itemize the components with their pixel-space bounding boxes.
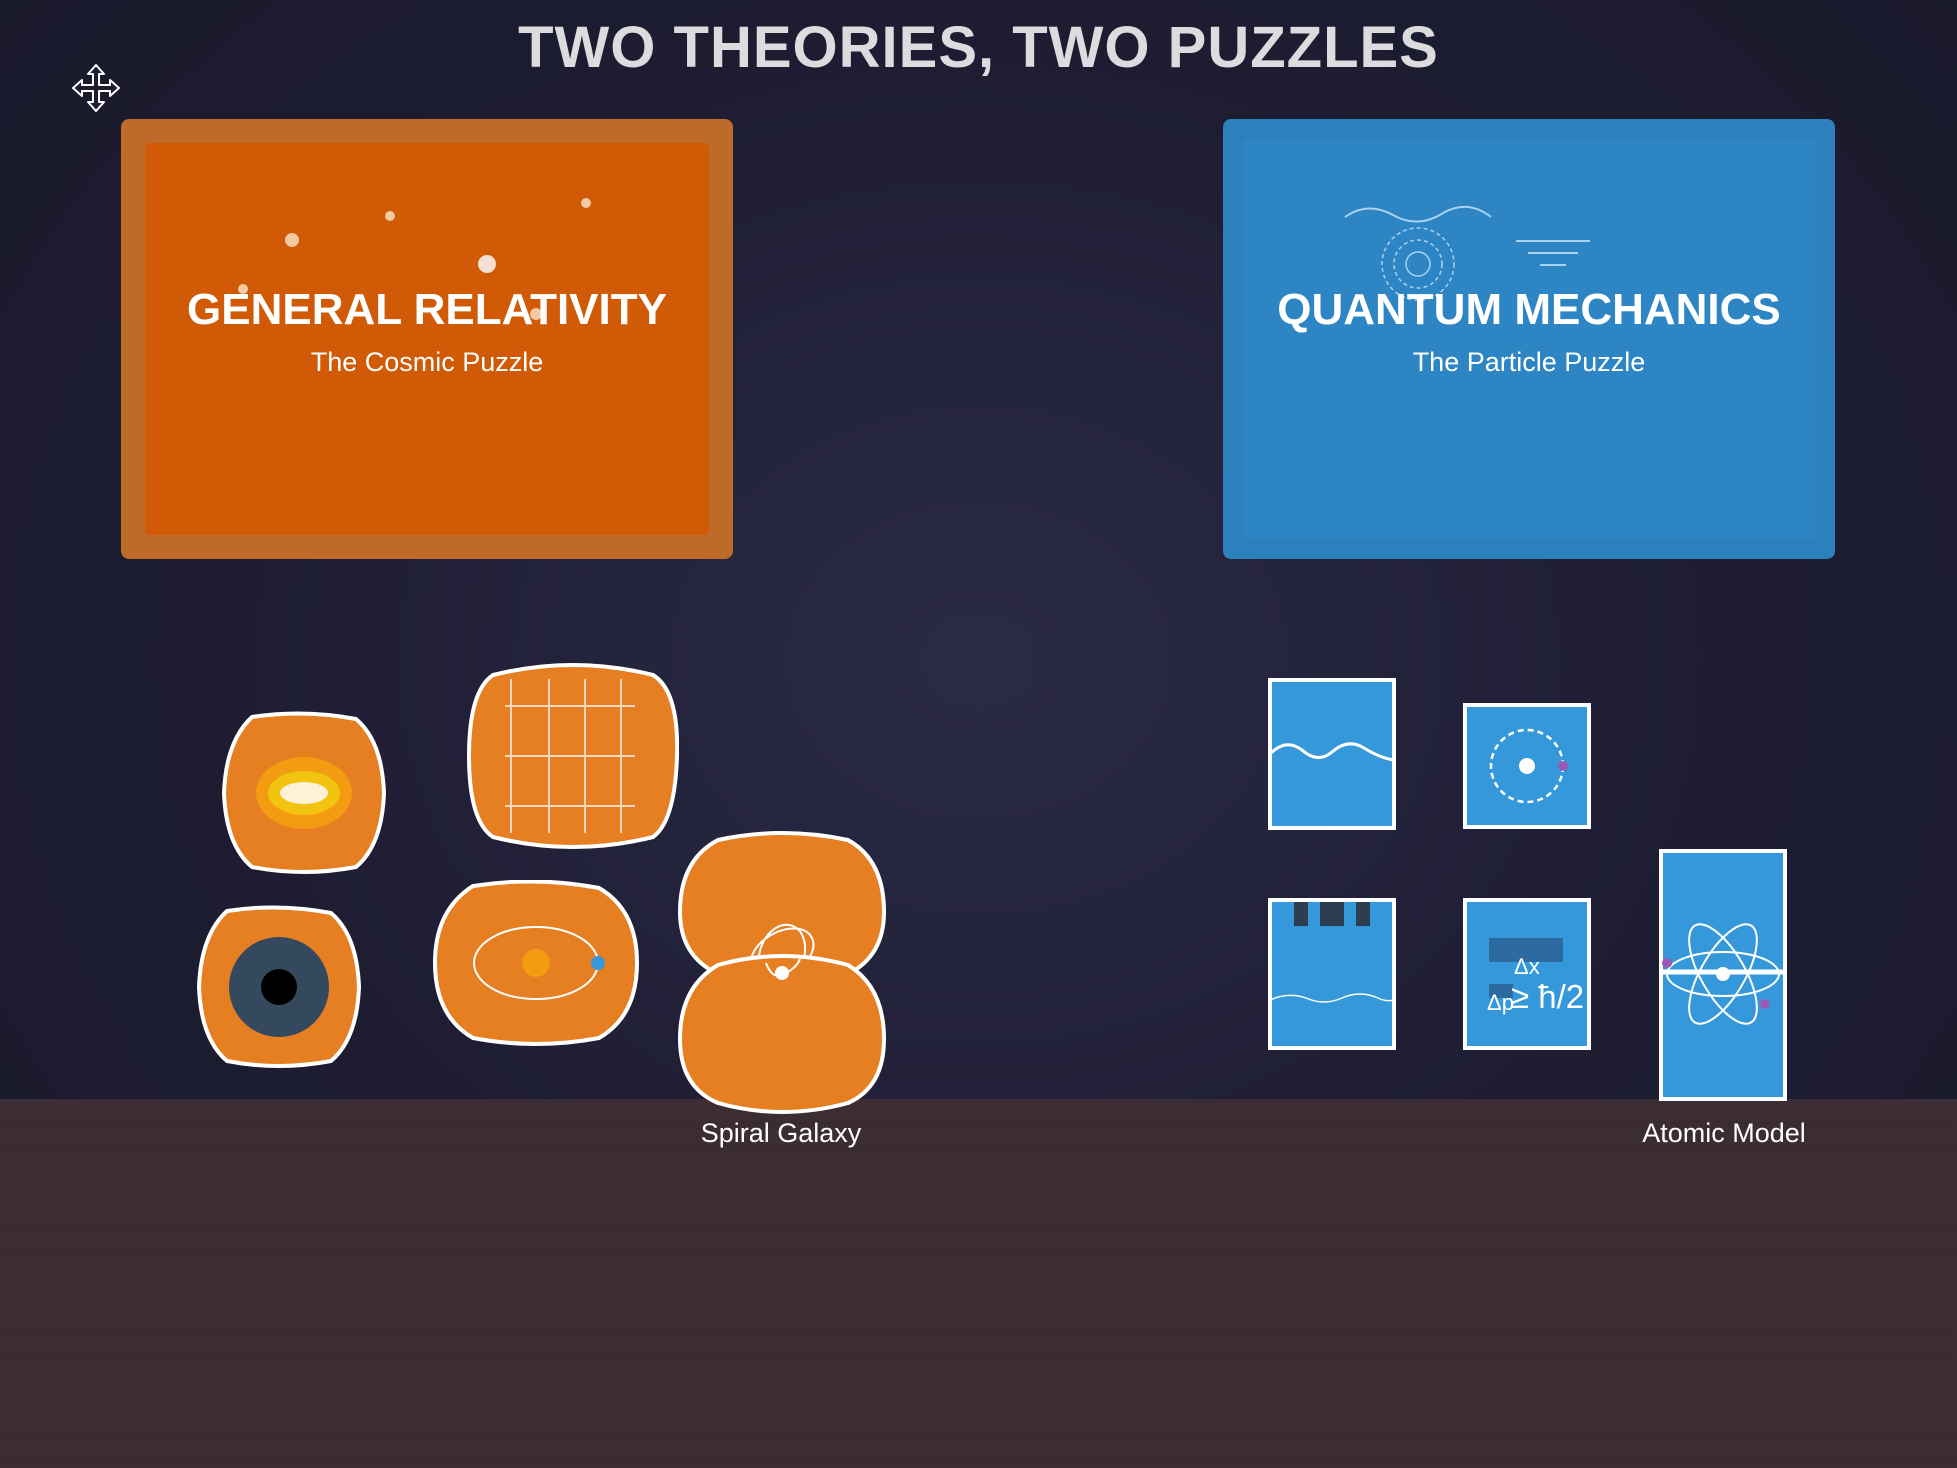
quantum-mechanics-box: QUANTUM MECHANICS The Particle Puzzle [1223, 119, 1835, 559]
general-relativity-box: GENERAL RELATIVITY The Cosmic Puzzle [121, 119, 733, 559]
puzzle-piece-planet-orbit[interactable] [433, 880, 639, 1046]
uncertainty-rhs: ≥ ħ/2 [1511, 978, 1585, 1015]
table-surface [0, 1099, 1957, 1468]
general-relativity-title: GENERAL RELATIVITY [187, 285, 667, 334]
uncertainty-dp: Δp [1487, 990, 1514, 1015]
general-relativity-subtitle: The Cosmic Puzzle [310, 347, 544, 377]
puzzle-piece-galaxy-bottom[interactable] [678, 953, 886, 1117]
puzzle-piece-double-slit[interactable] [1268, 898, 1396, 1050]
spiral-galaxy-label: Spiral Galaxy [700, 1118, 862, 1148]
uncertainty-dx: Δx [1514, 954, 1540, 979]
general-relativity-box-inner [145, 143, 709, 535]
puzzle-piece-galaxy-top[interactable] [678, 830, 886, 990]
puzzle-piece-sun[interactable] [222, 711, 386, 875]
puzzle-piece-uncertainty[interactable]: Δx Δp ≥ ħ/2 [1463, 898, 1591, 1050]
move-arrows-icon[interactable] [70, 62, 122, 114]
puzzle-piece-electron-orbit[interactable] [1463, 703, 1591, 829]
puzzle-piece-wave[interactable] [1268, 678, 1396, 830]
puzzle-piece-spacetime-grid[interactable] [467, 661, 679, 851]
quantum-mechanics-box-inner [1243, 139, 1815, 539]
puzzle-piece-black-hole[interactable] [197, 905, 361, 1069]
quantum-mechanics-subtitle: The Particle Puzzle [1412, 347, 1646, 377]
puzzle-piece-atom[interactable] [1659, 849, 1789, 1101]
atomic-model-label: Atomic Model [1642, 1118, 1806, 1148]
quantum-mechanics-title: QUANTUM MECHANICS [1277, 285, 1781, 334]
stars-decoration [238, 198, 591, 320]
page-title: TWO THEORIES, TWO PUZZLES [518, 15, 1439, 80]
quantum-decoration [1344, 206, 1590, 301]
